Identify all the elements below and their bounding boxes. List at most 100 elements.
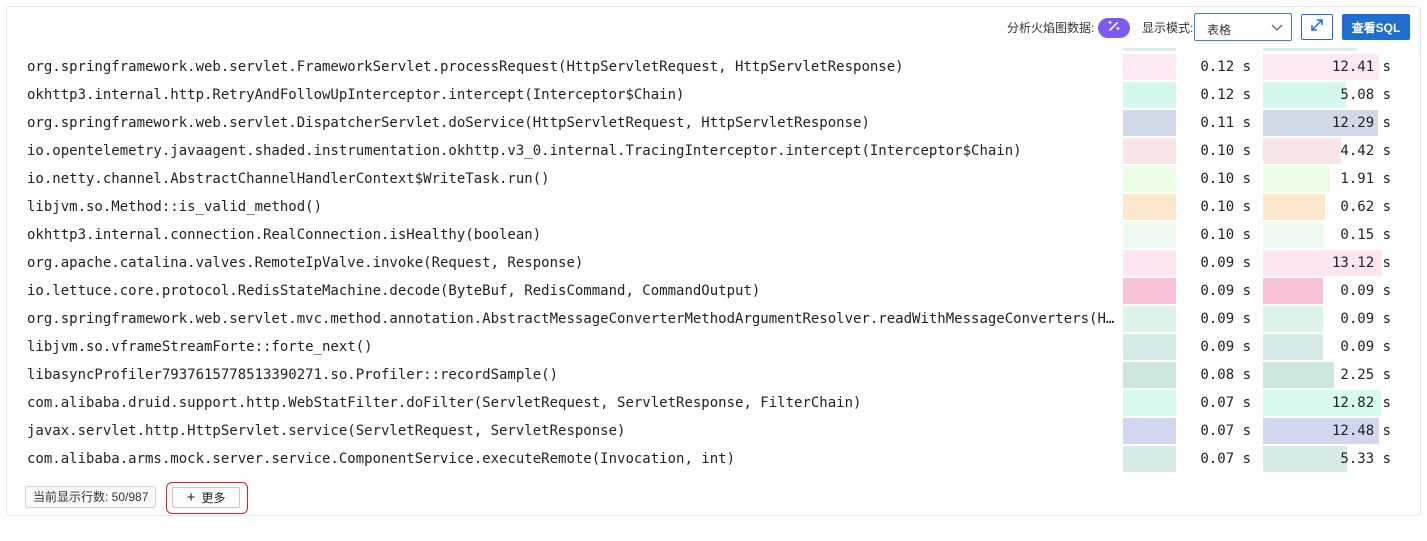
total-time-bar — [1263, 138, 1341, 164]
total-time-bar — [1263, 278, 1323, 304]
table-row[interactable]: org.springframework.web.servlet.mvc.meth… — [7, 305, 1420, 333]
function-name: io.opentelemetry.javaagent.shaded.instru… — [27, 143, 1022, 159]
total-time-bar — [1263, 54, 1379, 80]
self-time-value: 0.10 s — [1200, 199, 1251, 215]
toolbar: 分析火焰图数据: 显示模式: 表格 — [7, 7, 1420, 47]
table-row[interactable]: org.apache.catalina.valves.RemoteIpValve… — [7, 249, 1420, 277]
table-row[interactable]: org.springframework.web.servlet.Framewor… — [7, 53, 1420, 81]
self-time-bar — [1123, 362, 1176, 388]
self-time-value: 0.12 s — [1200, 59, 1251, 75]
self-time-value: 0.09 s — [1200, 255, 1251, 271]
self-time-bar — [1123, 446, 1176, 472]
analyze-flamegraph-toggle[interactable] — [1098, 18, 1130, 38]
row-count-badge: 当前显示行数: 50/987 — [25, 486, 157, 508]
magic-wand-icon — [1107, 19, 1121, 38]
function-name: org.apache.catalina.valves.RemoteIpValve… — [27, 255, 584, 271]
self-time-value: 0.11 s — [1200, 115, 1251, 131]
total-time-value: 12.48 s — [1331, 423, 1391, 439]
table-row[interactable]: libasyncProfiler7937615778513390271.so.P… — [7, 361, 1420, 389]
table-row[interactable]: libjvm.so.Method::is_valid_method() 0.10 … — [7, 193, 1420, 221]
function-name: org.springframework.web.servlet.Framewor… — [27, 59, 904, 75]
total-time-bar — [1263, 334, 1323, 360]
chevron-down-icon — [1271, 20, 1283, 38]
total-time-value: 4.42 s — [1340, 143, 1391, 159]
fullscreen-button[interactable] — [1301, 14, 1333, 40]
table-row[interactable]: io.netty.channel.AbstractChannelHandlerC… — [7, 165, 1420, 193]
function-name: com.alibaba.arms.mock.server.service.Com… — [27, 451, 736, 467]
total-time-value: 12.29 s — [1331, 115, 1391, 131]
display-mode-value: 表格 — [1207, 23, 1232, 37]
total-time-bar — [1263, 362, 1334, 388]
function-name: io.netty.channel.AbstractChannelHandlerC… — [27, 171, 550, 187]
table-row[interactable]: org.springframework.web.servlet.Dispatch… — [7, 109, 1420, 137]
table-row[interactable]: okhttp3.internal.connection.RealConnecti… — [7, 221, 1420, 249]
self-time-value: 0.07 s — [1200, 395, 1251, 411]
table-row[interactable]: com.alibaba.druid.support.http.WebStatFi… — [7, 389, 1420, 417]
self-time-bar — [1123, 334, 1176, 360]
total-time-value: 12.41 s — [1331, 59, 1391, 75]
self-time-bar — [1123, 194, 1176, 220]
load-more-label: 更多 — [201, 491, 226, 505]
table-row[interactable]: com.alibaba.arms.mock.server.service.Com… — [7, 445, 1420, 473]
view-sql-button[interactable]: 查看SQL — [1342, 14, 1410, 40]
display-mode-select[interactable]: 表格 — [1194, 13, 1292, 41]
total-time-bar — [1263, 250, 1382, 276]
more-button-highlight: + 更多 — [166, 482, 248, 514]
self-time-value: 0.10 s — [1200, 143, 1251, 159]
total-time-bar — [1263, 418, 1379, 444]
function-name: libjvm.so.Method::is_valid_method() — [27, 199, 323, 215]
self-time-value: 0.07 s — [1200, 451, 1251, 467]
function-name: org.springframework.web.servlet.mvc.meth… — [27, 311, 1117, 327]
total-time-value: 5.08 s — [1340, 87, 1391, 103]
function-name: okhttp3.internal.http.RetryAndFollowUpIn… — [27, 87, 685, 103]
total-time-value: 0.15 s — [1340, 227, 1391, 243]
self-time-value: 0.09 s — [1200, 311, 1251, 327]
self-time-value: 0.08 s — [1200, 367, 1251, 383]
function-name: javax.servlet.http.HttpServlet.service(S… — [27, 423, 626, 439]
function-name: okhttp3.internal.connection.RealConnecti… — [27, 227, 542, 243]
total-time-bar — [1263, 446, 1347, 472]
total-time-value: 5.33 s — [1340, 451, 1391, 467]
total-time-value: 13.12 s — [1331, 255, 1391, 271]
table-row[interactable]: okhttp3.internal.http.RetryAndFollowUpIn… — [7, 81, 1420, 109]
column-header-strip-self — [1123, 48, 1176, 51]
self-time-bar — [1123, 278, 1176, 304]
total-time-value: 12.82 s — [1331, 395, 1391, 411]
function-name: com.alibaba.druid.support.http.WebStatFi… — [27, 395, 862, 411]
total-time-value: 0.09 s — [1340, 339, 1391, 355]
table-row[interactable]: javax.servlet.http.HttpServlet.service(S… — [7, 417, 1420, 445]
display-mode-label: 显示模式: — [1142, 21, 1194, 35]
total-time-value: 2.25 s — [1340, 367, 1391, 383]
self-time-bar — [1123, 418, 1176, 444]
function-name: org.springframework.web.servlet.Dispatch… — [27, 115, 870, 131]
total-time-bar — [1263, 222, 1323, 248]
self-time-value: 0.07 s — [1200, 423, 1251, 439]
total-time-bar — [1263, 110, 1378, 136]
self-time-bar — [1123, 54, 1176, 80]
analyze-flamegraph-label: 分析火焰图数据: — [1007, 21, 1095, 35]
self-time-bar — [1123, 82, 1176, 108]
table-row[interactable]: io.lettuce.core.protocol.RedisStateMachi… — [7, 277, 1420, 305]
self-time-bar — [1123, 138, 1176, 164]
function-name: io.lettuce.core.protocol.RedisStateMachi… — [27, 283, 761, 299]
total-time-bar — [1263, 194, 1325, 220]
total-time-bar — [1263, 166, 1330, 192]
table-row[interactable]: libjvm.so.vframeStreamForte::forte_next(… — [7, 333, 1420, 361]
table-row[interactable]: io.opentelemetry.javaagent.shaded.instru… — [7, 137, 1420, 165]
total-time-value: 0.09 s — [1340, 311, 1391, 327]
total-time-bar — [1263, 306, 1323, 332]
total-time-bar — [1263, 390, 1381, 416]
self-time-value: 0.10 s — [1200, 227, 1251, 243]
self-time-bar — [1123, 110, 1176, 136]
function-name: libjvm.so.vframeStreamForte::forte_next(… — [27, 339, 373, 355]
self-time-value: 0.12 s — [1200, 87, 1251, 103]
self-time-value: 0.09 s — [1200, 283, 1251, 299]
self-time-bar — [1123, 306, 1176, 332]
self-time-bar — [1123, 390, 1176, 416]
load-more-button[interactable]: + 更多 — [172, 487, 240, 508]
self-time-bar — [1123, 222, 1176, 248]
function-name: libasyncProfiler7937615778513390271.so.P… — [27, 367, 559, 383]
total-time-value: 0.62 s — [1340, 199, 1391, 215]
total-time-bar — [1263, 82, 1346, 108]
total-time-value: 1.91 s — [1340, 171, 1391, 187]
